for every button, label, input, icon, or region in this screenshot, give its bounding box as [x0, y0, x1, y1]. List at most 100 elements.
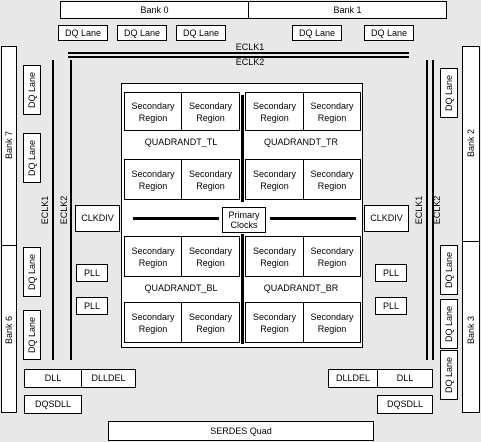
eclk2-right-line	[432, 60, 434, 360]
primary-clock-line-left	[133, 217, 219, 220]
bank-6	[1, 245, 17, 413]
eclk1-right-line	[426, 60, 428, 360]
clkdiv-left: CLKDIV	[75, 205, 120, 232]
bank-3	[462, 241, 480, 413]
dll-right: DLL	[377, 369, 433, 388]
bank-1: Bank 1	[248, 1, 447, 19]
dq-lane-right-4: DQ Lane	[440, 350, 458, 400]
dlldel-label: DLLDEL	[335, 373, 371, 383]
secondary-region: Secondary Region	[245, 92, 304, 131]
center-divider-top	[241, 95, 244, 202]
pll-left-2: PLL	[76, 297, 108, 315]
secondary-region: Secondary Region	[303, 92, 361, 131]
dq-lane-left-2: DQ Lane	[23, 133, 41, 183]
dlldel-right: DLLDEL	[328, 369, 378, 388]
dq-lane-label: DQ Lane	[27, 71, 37, 109]
bank-3-label: Bank 3	[466, 315, 476, 345]
dlldel-label: DLLDEL	[91, 373, 126, 383]
eclk1-left-line	[52, 60, 54, 360]
dq-lane-label: DQ Lane	[444, 305, 454, 343]
dq-lane-label: DQ Lane	[123, 27, 161, 38]
dq-lane-right-2: DQ Lane	[440, 245, 458, 295]
bank-1-label: Bank 1	[333, 4, 362, 15]
eclk2-top-line	[68, 56, 409, 58]
quadrant-tr-label: QUADRANDT_TR	[263, 137, 338, 147]
secondary-region: Secondary Region	[181, 92, 240, 131]
eclk1-top-label: ECLK1	[235, 42, 265, 52]
clkdiv-label: CLKDIV	[81, 213, 114, 223]
eclk1-top-line	[68, 52, 409, 54]
quadrant-tl-label: QUADRANDT_TL	[144, 137, 218, 147]
primary-clocks-label: Primary Clocks	[228, 210, 260, 230]
dq-lane-label: DQ Lane	[27, 139, 37, 177]
quadrant-br-label: QUADRANDT_BR	[263, 283, 339, 293]
quadrant-bl-label: QUADRANDT_BL	[144, 283, 218, 293]
dqsdll-left: DQSDLL	[24, 395, 82, 414]
bank-6-label: Bank 6	[4, 315, 14, 345]
dq-lane-label: DQ Lane	[64, 27, 102, 38]
dq-lane-top-1: DQ Lane	[58, 25, 108, 41]
dq-lane-label: DQ Lane	[444, 74, 454, 112]
secondary-region: Secondary Region	[181, 159, 240, 200]
eclk1-left-label: ECLK1	[40, 195, 50, 225]
eclk1-right-label: ECLK1	[414, 195, 424, 225]
bank-7-label: Bank 7	[4, 130, 14, 160]
dqsdll-label: DQSDLL	[386, 399, 423, 409]
dq-lane-top-3: DQ Lane	[176, 25, 226, 41]
dq-lane-label: DQ Lane	[27, 253, 37, 291]
dq-lane-left-1: DQ Lane	[23, 65, 41, 115]
bank-2-label: Bank 2	[466, 128, 476, 158]
dq-lane-top-4: DQ Lane	[292, 25, 342, 41]
secondary-region: Secondary Region	[124, 92, 182, 131]
primary-clock-line-right	[270, 217, 356, 220]
secondary-region: Secondary Region	[124, 302, 182, 343]
dq-lane-label: DQ Lane	[444, 356, 454, 394]
eclk2-right-label: ECLK2	[432, 195, 442, 225]
secondary-region: Secondary Region	[303, 159, 361, 200]
secondary-region: Secondary Region	[245, 236, 304, 277]
serdes-label: SERDES Quad	[210, 425, 272, 436]
dq-lane-label: DQ Lane	[27, 316, 37, 354]
dq-lane-right-1: DQ Lane	[440, 68, 458, 118]
secondary-region: Secondary Region	[303, 236, 361, 277]
clkdiv-right: CLKDIV	[364, 205, 409, 232]
dq-lane-label: DQ Lane	[298, 27, 336, 38]
clkdiv-label: CLKDIV	[370, 213, 403, 223]
dq-lane-label: DQ Lane	[370, 27, 408, 38]
pll-right-1: PLL	[375, 264, 407, 282]
dq-lane-top-2: DQ Lane	[117, 25, 167, 41]
dll-label: DLL	[396, 373, 414, 383]
pll-label: PLL	[83, 267, 100, 278]
secondary-region: Secondary Region	[303, 302, 361, 343]
dq-lane-right-3: DQ Lane	[440, 299, 458, 349]
secondary-region: Secondary Region	[245, 302, 304, 343]
dq-lane-top-5: DQ Lane	[364, 25, 414, 41]
dqsdll-label: DQSDLL	[34, 399, 71, 409]
pll-label: PLL	[382, 300, 399, 311]
dqsdll-right: DQSDLL	[377, 395, 433, 414]
eclk2-top-label: ECLK2	[235, 57, 265, 67]
dq-lane-label: DQ Lane	[444, 251, 454, 289]
dq-lane-label: DQ Lane	[182, 27, 220, 38]
center-divider-bottom	[241, 234, 244, 344]
secondary-region: Secondary Region	[181, 302, 240, 343]
dlldel-left: DLLDEL	[81, 369, 136, 388]
pll-left-1: PLL	[76, 264, 108, 282]
primary-clocks-box: Primary Clocks	[222, 207, 266, 233]
secondary-region: Secondary Region	[245, 159, 304, 200]
secondary-region: Secondary Region	[181, 236, 240, 277]
serdes-quad: SERDES Quad	[108, 421, 374, 441]
pll-label: PLL	[382, 267, 399, 278]
dll-left: DLL	[24, 369, 82, 388]
eclk2-left-line	[70, 60, 72, 360]
dll-label: DLL	[44, 373, 62, 383]
eclk2-left-label: ECLK2	[59, 195, 69, 225]
secondary-region: Secondary Region	[124, 236, 182, 277]
pll-label: PLL	[83, 300, 100, 311]
bank-0: Bank 0	[60, 1, 249, 19]
bank-0-label: Bank 0	[140, 4, 169, 15]
pll-right-2: PLL	[375, 297, 407, 315]
dq-lane-left-4: DQ Lane	[23, 310, 41, 360]
dq-lane-left-3: DQ Lane	[23, 247, 41, 297]
